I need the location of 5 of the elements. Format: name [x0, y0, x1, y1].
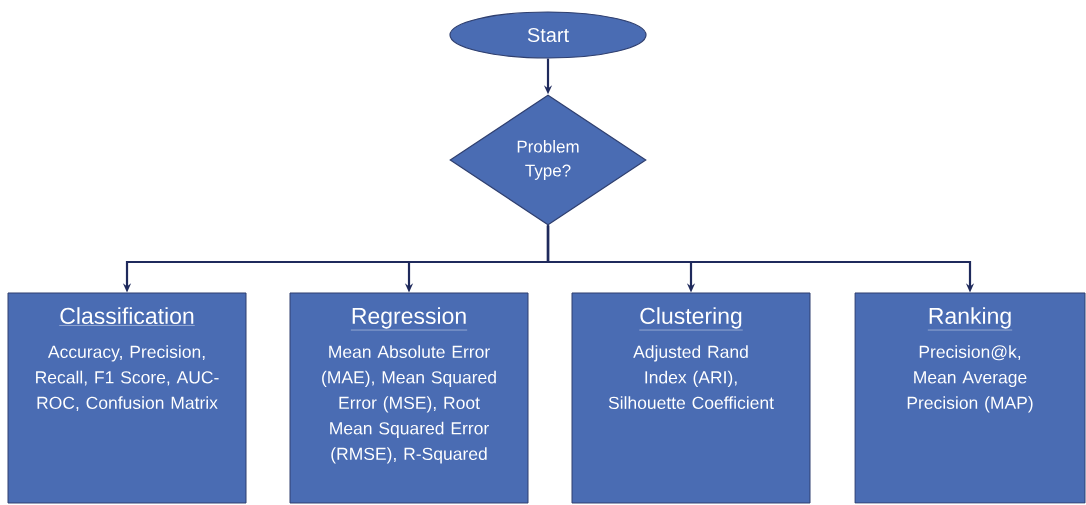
start-oval: Start	[449, 11, 647, 59]
metric-box: Regression Mean Absolute Error (MAE), Mean Squared Error (MSE), Root Mean Squared Error (RMSE), R-Squared	[289, 292, 529, 504]
metric-box: Ranking Precision@k, Mean Average Precision (MAP)	[854, 292, 1086, 504]
metric-box: Clustering Adjusted Rand Index (ARI), Silhouette Coefficient	[571, 292, 811, 504]
metric-box: Classification Accuracy, Precision, Recall, F1 Score, AUC-ROC, Confusion Matrix	[7, 292, 247, 504]
